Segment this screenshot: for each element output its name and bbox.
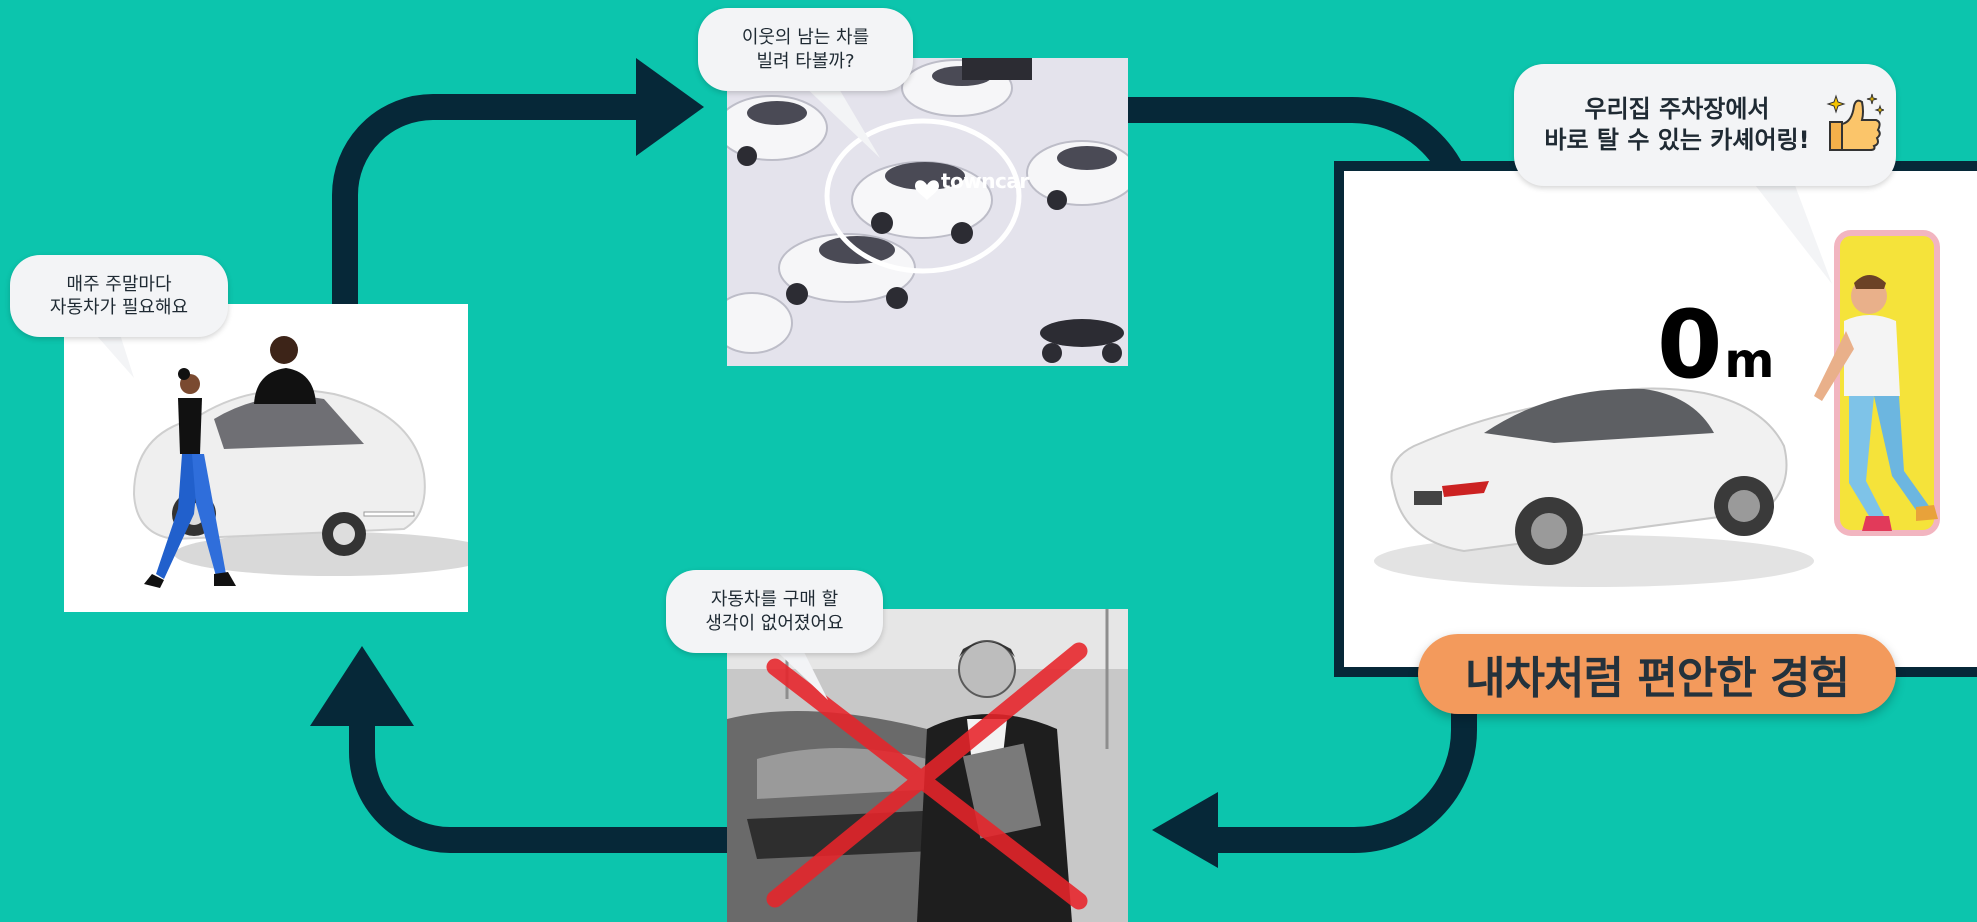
no-purchase-bubble-line-1: 자동차를 구매 할 xyxy=(711,588,838,611)
no-purchase-bubble-line-2: 생각이 없어졌어요 xyxy=(705,612,843,635)
no-purchase-speech-bubble: 자동차를 구매 할 생각이 없어졌어요 xyxy=(666,570,883,653)
comfortable-experience-badge: 내차처럼 편안한 경험 xyxy=(1418,634,1896,714)
